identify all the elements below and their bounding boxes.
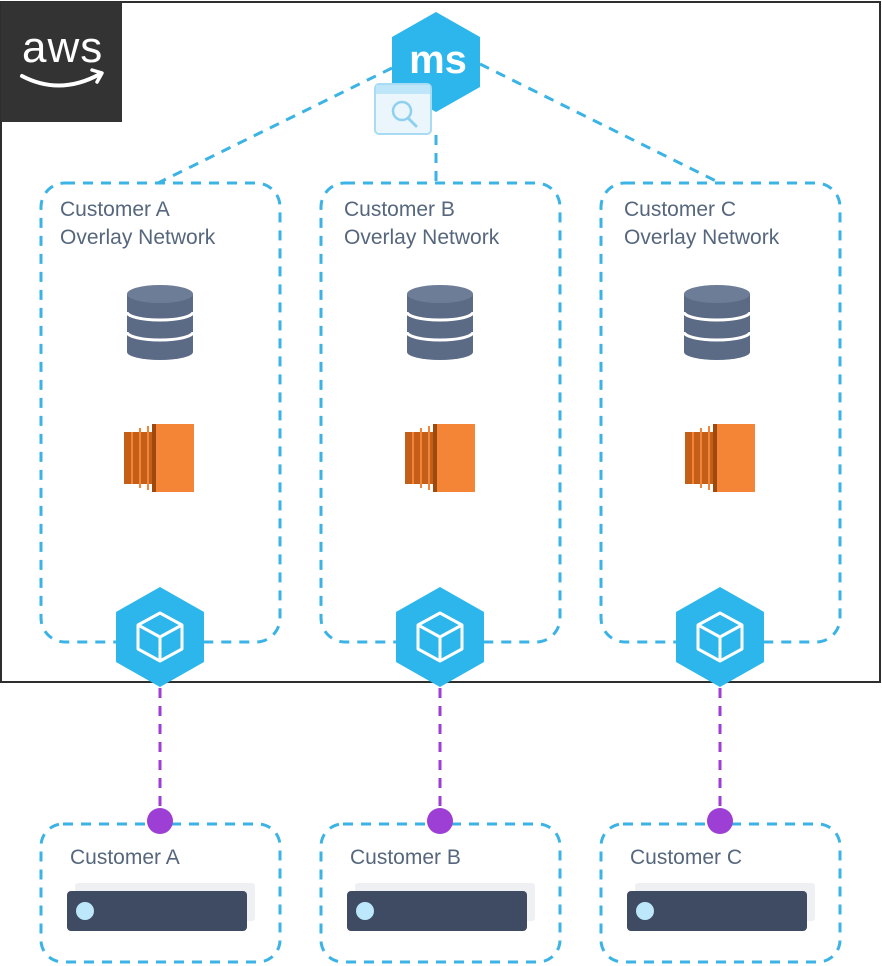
aws-logo-text: aws — [22, 23, 104, 72]
gateway-cube-icon — [116, 587, 204, 687]
hub-link-c — [479, 62, 721, 185]
gateway-cube-icon — [676, 587, 764, 687]
search-window-icon — [374, 83, 432, 135]
overlay-network-c-label: Customer C Overlay Network — [624, 196, 779, 252]
ms-hub-label: ms — [409, 38, 467, 82]
database-icon — [682, 285, 752, 360]
hub-link-a — [157, 66, 393, 185]
overlay-network-b-title: Customer B — [344, 198, 455, 221]
overlay-network-a-label: Customer A Overlay Network — [60, 196, 215, 252]
database-icon — [405, 285, 475, 360]
server-device-icon — [67, 883, 255, 931]
aws-logo-arrow — [90, 68, 104, 84]
overlay-network-a-subtitle: Overlay Network — [60, 226, 216, 249]
ec2-instance-icon — [124, 424, 194, 492]
connection-dot-b — [427, 808, 453, 834]
overlay-network-b-box — [319, 181, 562, 644]
overlay-network-a-box — [39, 181, 282, 644]
overlay-network-b-subtitle: Overlay Network — [344, 226, 500, 249]
site-connections — [158, 688, 722, 820]
database-icon — [125, 285, 195, 360]
connection-dot-c — [707, 808, 733, 834]
connection-dot-a — [147, 808, 173, 834]
ec2-instance-icon — [685, 424, 755, 492]
aws-logo-smile — [20, 72, 102, 88]
overlay-network-b-label: Customer B Overlay Network — [344, 196, 499, 252]
overlay-network-a-title: Customer A — [60, 198, 170, 221]
server-device-icon — [347, 883, 535, 931]
ec2-instance-icon — [405, 424, 475, 492]
server-device-icon — [627, 883, 815, 931]
aws-logo-box — [1, 2, 122, 122]
overlay-network-c-box — [599, 181, 842, 644]
customer-site-a-label: Customer A — [70, 846, 180, 869]
overlay-network-c-subtitle: Overlay Network — [624, 226, 780, 249]
hub-connections — [157, 62, 721, 185]
overlay-network-c-title: Customer C — [624, 198, 737, 221]
customer-site-b-label: Customer B — [350, 846, 461, 869]
gateway-cube-icon — [396, 587, 484, 687]
customer-site-c-label: Customer C — [630, 846, 743, 869]
